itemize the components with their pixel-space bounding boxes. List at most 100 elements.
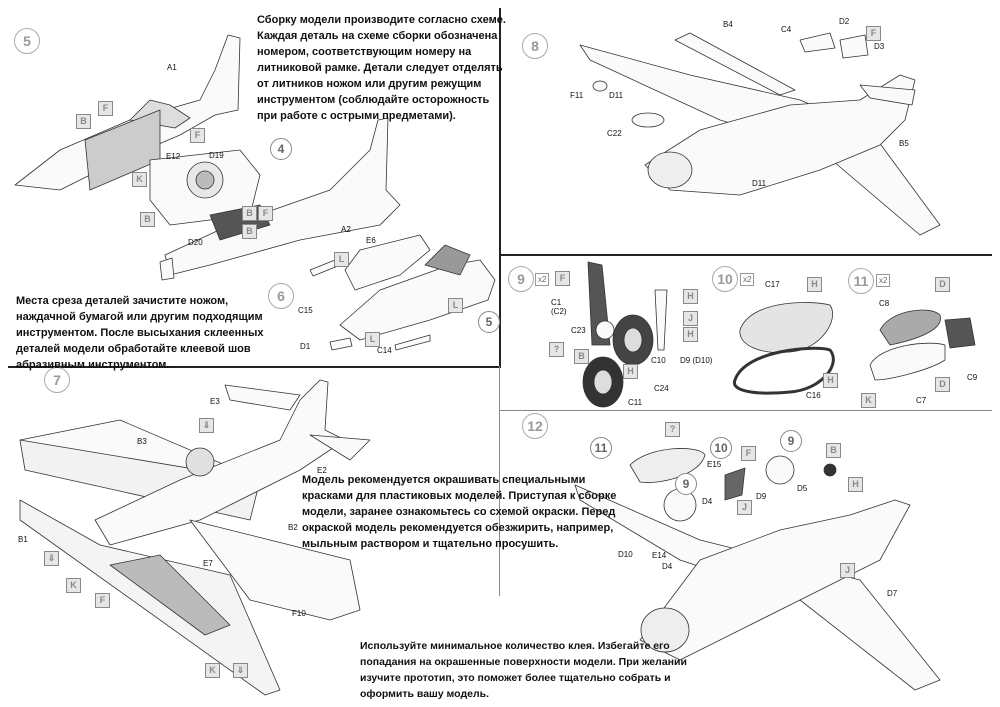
sprue-h-tag: H (683, 289, 698, 304)
step8-aircraft-drawing (579, 32, 941, 236)
part-label: C16 (806, 391, 821, 400)
part-label: A2 (341, 225, 351, 234)
part-label: C15 (298, 306, 313, 315)
part-label: C7 (916, 396, 927, 405)
part-label: E14 (652, 551, 667, 560)
vertical-divider-bottom (499, 366, 501, 596)
part-label: C14 (377, 346, 392, 355)
sprue-j-tag: J (840, 563, 855, 578)
part-label: E6 (366, 236, 376, 245)
sprue-h-tag: H (623, 364, 638, 379)
part-label: B5 (899, 139, 909, 148)
part-label: D1 (300, 342, 311, 351)
sprue-b-tag: B (574, 349, 589, 364)
horizontal-divider-right (500, 254, 992, 256)
sprue-b-tag: B (140, 212, 155, 227)
sprue-f-tag: F (741, 446, 756, 461)
substep-9-reference-2: 9 (675, 473, 697, 495)
step-10-badge: 10 (712, 266, 738, 292)
step12-aircraft-drawing (574, 448, 941, 691)
part-label: C9 (967, 373, 978, 382)
substep-11-reference: 11 (590, 437, 612, 459)
part-label: B2 (288, 523, 298, 532)
vertical-divider-top (499, 8, 501, 368)
step5-fuselage-drawing (14, 34, 401, 281)
step-9-badge: 9 (508, 266, 534, 292)
assembly-instructions: Сборку модели производите согласно схеме… (257, 14, 506, 122)
part-label: C10 (651, 356, 666, 365)
sprue-arrow-tag: ⇓ (233, 663, 248, 678)
part-label: E2 (317, 466, 327, 475)
sprue-f-tag: F (190, 128, 205, 143)
step12-top-divider (500, 410, 992, 412)
part-label: E3 (210, 397, 220, 406)
step7-airframe-drawing (19, 379, 371, 696)
part-label: C22 (607, 129, 622, 138)
part-label: E15 (707, 460, 722, 469)
step-12-badge: 12 (522, 413, 548, 439)
part-label: C11 (628, 398, 643, 407)
sprue-arrow-tag: ⇓ (44, 551, 59, 566)
sprue-arrow-tag: ⇓ (199, 418, 214, 433)
sprue-d-tag: D (935, 277, 950, 292)
sprue-question-tag: ? (665, 422, 680, 437)
part-label: D20 (188, 238, 203, 247)
part-label: D2 (839, 17, 850, 26)
step-8-badge: 8 (522, 33, 548, 59)
substep-4-reference: 4 (270, 138, 292, 160)
sprue-b-tag: B (242, 206, 257, 221)
sprue-k-tag: K (132, 172, 147, 187)
sprue-l-tag: L (365, 332, 380, 347)
step11-scoop-drawing (869, 309, 976, 381)
step6-cockpit-drawing (309, 234, 496, 351)
part-label: D3 (874, 42, 885, 51)
part-label: D11 (752, 179, 767, 188)
step-6-badge: 6 (268, 283, 294, 309)
sprue-l-tag: L (448, 298, 463, 313)
part-label: C8 (879, 299, 890, 308)
part-label: D11 (609, 91, 624, 100)
horizontal-divider-left (8, 366, 500, 368)
step-10-multiplier: x2 (740, 273, 755, 286)
sprue-j-tag: J (737, 500, 752, 515)
sprue-b-tag: B (826, 443, 841, 458)
part-label: C24 (654, 384, 669, 393)
part-label: E12 (166, 152, 181, 161)
cleanup-instructions: Места среза деталей зачистите ножом, наж… (16, 295, 264, 371)
part-label: C4 (781, 25, 792, 34)
part-label: D9 (756, 492, 767, 501)
part-label: C23 (571, 326, 586, 335)
sprue-f-tag: F (258, 206, 273, 221)
part-label: B4 (723, 20, 733, 29)
sprue-f-tag: F (98, 101, 113, 116)
sprue-k-tag: K (66, 578, 81, 593)
sprue-f-tag: F (866, 26, 881, 41)
sprue-b-tag: B (242, 224, 257, 239)
part-label: F10 (292, 609, 306, 618)
sprue-h-tag: H (683, 327, 698, 342)
substep-5-reference: 5 (478, 311, 500, 333)
part-label: C17 (765, 280, 780, 289)
step-9-multiplier: x2 (535, 273, 550, 286)
part-label: D7 (887, 589, 898, 598)
part-label: D5 (797, 484, 808, 493)
part-label: C1 (551, 298, 562, 307)
substep-9-reference: 9 (780, 430, 802, 452)
part-label: F11 (570, 91, 584, 100)
part-label: D4 (702, 497, 713, 506)
substep-10-reference: 10 (710, 437, 732, 459)
part-label: D19 (209, 151, 224, 160)
part-label: D10 (618, 550, 633, 559)
step-11-multiplier: x2 (876, 274, 891, 287)
part-label: (C2) (551, 307, 567, 316)
sprue-h-tag: H (807, 277, 822, 292)
step10-door-drawing (733, 302, 835, 395)
part-label: A1 (167, 63, 177, 72)
step-7-badge: 7 (44, 367, 70, 393)
glue-instructions: Используйте минимальное количество клея.… (360, 640, 687, 700)
sprue-f-tag: F (95, 593, 110, 608)
sprue-f-tag: F (555, 271, 570, 286)
sprue-h-tag: H (823, 373, 838, 388)
part-label: B3 (137, 437, 147, 446)
